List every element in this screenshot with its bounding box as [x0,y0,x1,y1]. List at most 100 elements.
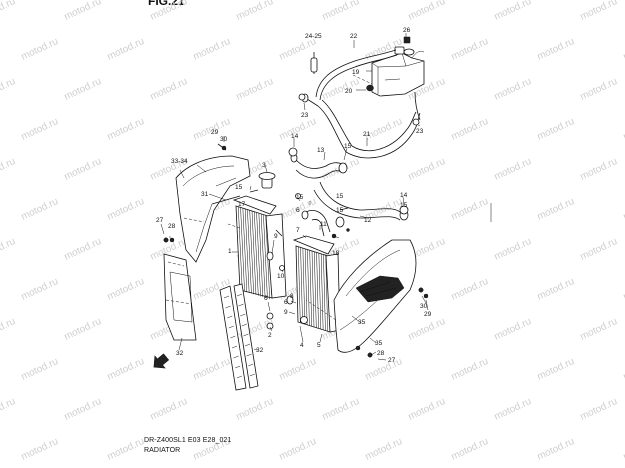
fin-line [323,254,326,331]
fin-line [298,246,301,323]
right-radiator-shroud [305,239,417,353]
watermark-text: motod.ru [536,356,576,383]
watermark-text: motod.ru [0,316,17,343]
watermark-text: motod.ru [149,0,189,23]
fin-line [254,211,259,296]
fin-line [258,213,264,298]
fin-line [249,210,254,295]
watermark-text: motod.ru [622,276,625,303]
watermark-text: motod.ru [321,76,361,103]
callout-32-lower: 32 [256,347,264,354]
fin-line [316,252,319,329]
callout-13: 13 [317,147,325,154]
callout-14-lower: 14 [400,192,408,199]
watermark-text: motod.ru [579,316,619,343]
breather-hose [315,49,398,101]
watermark-text: motod.ru [278,356,318,383]
watermark-text: motod.ru [407,0,447,23]
fin-line [304,248,308,325]
watermark-text: motod.ru [493,0,533,23]
louver-slot [230,333,249,339]
watermark-text: motod.ru [0,156,17,183]
callout-24-25: 24-25 [305,33,322,40]
callout-28-left: 28 [168,223,176,230]
louver-slot [228,323,247,329]
watermark-text: motod.ru [63,236,103,263]
callout-6-upper: 6 [296,207,300,214]
callout-26: 26 [403,27,411,34]
watermark-text: motod.ru [579,156,619,183]
callout-23-right: 23 [416,128,424,135]
callout-15-mid: 15 [296,194,304,201]
callout-4: 4 [300,342,304,349]
callout-31: 31 [201,191,209,198]
left-radiator [227,172,287,300]
watermark-text: motod.ru [622,196,625,223]
fin-line [240,207,245,292]
watermark-text: motod.ru [450,36,490,63]
watermark-text: motod.ru [622,116,625,143]
watermark-text: motod.ru [0,76,17,103]
callout-10: 10 [277,273,285,280]
watermark-text: motod.ru [450,276,490,303]
watermark-text: motod.ru [106,116,146,143]
watermark-text: motod.ru [106,196,146,223]
callout-15-upper: 15 [344,143,352,150]
callout-20: 20 [345,88,353,95]
watermark-text: motod.ru [579,396,619,423]
callout-6-bottom: 6 [264,295,268,302]
watermark-text: motod.ru [63,396,103,423]
fin-line [238,206,243,291]
fin-line [302,248,306,325]
fin-line [256,212,261,297]
callout-11: 11 [320,221,327,228]
louver-slot [223,293,243,299]
callout-22: 22 [350,33,358,40]
watermark-text: motod.ru [20,436,60,463]
fin-line [263,214,268,299]
fin-line [244,208,250,293]
watermark-text: motod.ru [450,116,490,143]
watermark-text: motod.ru [0,236,17,263]
fin-line [318,253,322,330]
connector-pipe [301,210,331,237]
watermark-text: motod.ru [106,436,146,463]
watermark-text: motod.ru [579,236,619,263]
caption-title: RADIATOR [144,447,181,454]
callout-23-left: 23 [301,112,309,119]
watermark-text: motod.ru [192,36,232,63]
callout-29-upper: 29 [211,129,219,136]
callout-30-right: 30 [420,303,428,310]
fin-line [320,253,324,330]
callout-1: 1 [228,248,232,255]
watermark-text: motod.ru [579,0,619,23]
callout-7: 7 [296,227,300,234]
fin-line [300,247,303,324]
fin-line [325,255,328,332]
watermark-text: motod.ru [579,76,619,103]
callout-19: 19 [352,69,360,76]
watermark-text: motod.ru [364,436,404,463]
louver-slot [235,363,254,369]
callout-35-upper: 35 [358,319,366,326]
front-direction-arrow [153,353,170,369]
callout-15-left: 15 [235,184,243,191]
watermark-text: motod.ru [493,236,533,263]
watermark-text: motod.ru [235,76,275,103]
figure-label: FIG.21 [148,0,185,8]
watermark-text: motod.ru [450,196,490,223]
watermark-text: motod.ru [20,356,60,383]
callout-32-left: 32 [176,350,184,357]
caption-model: DR-Z400SL1 E03 E28_021 [144,437,232,444]
callout-3: 3 [262,162,266,169]
watermark-text: motod.ru [450,356,490,383]
watermark-text: motod.ru [493,76,533,103]
fin-line [251,210,257,296]
reservoir-tank [352,46,425,121]
watermark-text: motod.ru [149,396,189,423]
watermark-text: motod.ru [235,396,275,423]
callout-15-right: 15 [336,193,344,200]
watermark-text: motod.ru [321,0,361,23]
callout-21: 21 [363,131,371,138]
